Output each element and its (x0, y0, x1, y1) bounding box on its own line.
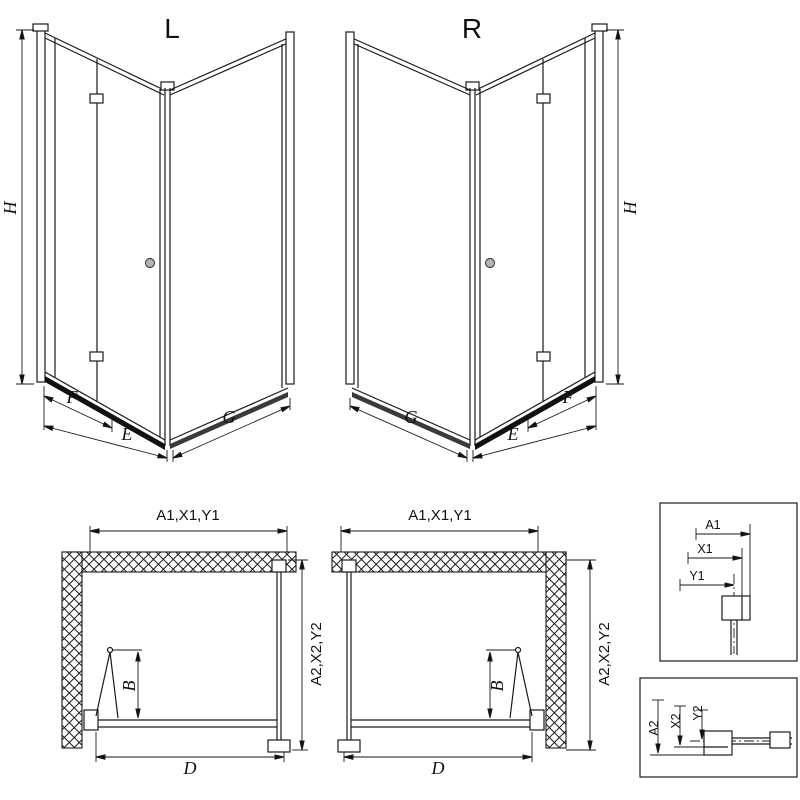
door-frame-top (475, 32, 596, 96)
dim-label-g: G (223, 407, 236, 427)
detail-label-y2: Y2 (691, 705, 705, 720)
dim-door-panel-left: F (43, 386, 113, 432)
detail-dim-a2: A2 (647, 699, 716, 756)
dim-side-depth: A2,X2,Y2 (566, 559, 613, 751)
dim-label-g: G (405, 407, 418, 427)
right-wall-profile (591, 23, 608, 383)
front-door-track (83, 709, 277, 731)
folded-door-open (509, 646, 533, 719)
dim-label-h: H (0, 201, 20, 216)
detail-top-frame (659, 502, 798, 662)
side-panel (345, 31, 471, 449)
plan-dim-top-label: A1,X1,Y1 (408, 507, 471, 524)
detail-label-a2: A2 (647, 720, 661, 735)
dim-bottom-width: D (95, 732, 285, 778)
corner-post (160, 81, 175, 446)
detail-dim-x1: X1 (687, 542, 743, 598)
dim-bottom-width: D (343, 732, 533, 778)
dim-label-b: B (119, 681, 139, 692)
detail-label-x2: X2 (669, 713, 683, 728)
hinge-top-icon (89, 93, 104, 104)
side-glass-panel (267, 559, 291, 753)
dim-front-width-right: E (472, 386, 597, 462)
view-3d-right: R (345, 13, 640, 462)
front-tray-strip (45, 376, 165, 450)
plan-view-right: A1,X1,Y1 B (331, 507, 613, 778)
view-3d-left: L (0, 13, 295, 462)
dim-side-width-right: G (349, 398, 468, 462)
side-glass-panel (337, 559, 361, 753)
detail-view-top: A1 X1 Y1 (659, 502, 798, 662)
door-knob-icon (145, 258, 155, 268)
glass-profile-section (703, 730, 792, 756)
dim-door-fold: B (486, 649, 515, 718)
dim-label-f: F (66, 387, 79, 407)
front-tray-strip (475, 376, 595, 450)
glass-profile-section (721, 595, 751, 655)
hinge-top-icon (536, 93, 551, 104)
dim-label-e: E (507, 424, 519, 444)
dim-label-d: D (183, 758, 197, 778)
plan-dim-side-label: A2,X2,Y2 (308, 622, 325, 685)
detail-label-x1: X1 (697, 542, 712, 556)
dim-side-depth: A2,X2,Y2 (288, 559, 325, 751)
right-view-title: R (462, 13, 482, 44)
detail-view-bottom: A2 X2 Y2 (639, 677, 798, 778)
plan-view-left: A1,X1,Y1 B (61, 507, 325, 778)
dim-label-b: B (487, 681, 507, 692)
dim-height-right: H (606, 29, 640, 385)
back-wall-hatched (331, 551, 567, 573)
left-wall-profile (32, 23, 49, 383)
detail-bottom-frame (639, 677, 798, 778)
folded-door-open (95, 646, 119, 719)
dim-door-fold: B (113, 649, 142, 718)
right-wall-hatched (545, 551, 567, 749)
plan-dim-top-label: A1,X1,Y1 (156, 507, 219, 524)
folding-door (44, 38, 166, 450)
side-panel (169, 31, 295, 449)
left-view-title: L (164, 13, 180, 44)
front-door-track (351, 709, 545, 731)
dim-door-panel-right: F (527, 387, 596, 432)
dim-front-width-left: E (44, 424, 168, 462)
plan-dim-side-label: A2,X2,Y2 (596, 622, 613, 685)
door-knob-icon (485, 258, 495, 268)
folding-door (474, 38, 596, 450)
dim-label-f: F (562, 387, 575, 407)
dim-height-left: H (0, 29, 34, 385)
dim-label-d: D (431, 758, 445, 778)
left-wall-hatched (61, 551, 83, 749)
door-frame-top (44, 32, 165, 96)
dim-side-width-left: G (172, 398, 291, 462)
detail-dim-x2: X2 (669, 705, 716, 748)
back-wall-hatched (61, 551, 297, 573)
hinge-bottom-icon (536, 351, 551, 362)
hinge-bottom-icon (89, 351, 104, 362)
corner-post (465, 81, 480, 446)
detail-label-y1: Y1 (689, 569, 704, 583)
dim-label-h: H (620, 201, 640, 216)
detail-label-a1: A1 (705, 518, 720, 532)
detail-dim-a1: A1 (695, 518, 751, 598)
dim-label-e: E (121, 424, 133, 444)
